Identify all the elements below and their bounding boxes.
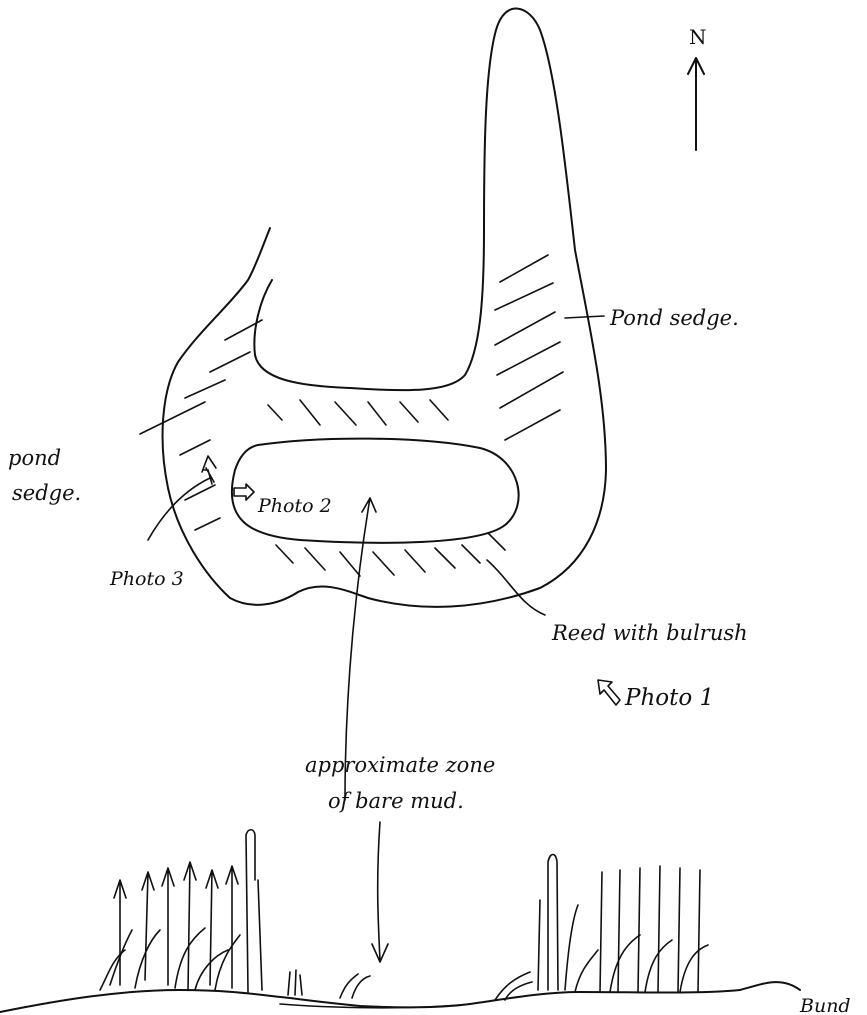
pond-sedge-right-leader	[565, 316, 604, 318]
zone-label-1: approximate zone	[305, 753, 495, 777]
photo3-leader	[148, 478, 210, 540]
reed-leader	[487, 560, 545, 615]
bund-label: Bund	[799, 995, 851, 1015]
photo2-label: Photo 2	[257, 495, 332, 517]
reedbed-left	[100, 830, 370, 998]
photo1-label: Photo 1	[624, 685, 714, 711]
sedge-hatching-right	[495, 255, 563, 440]
photo3-arrow-icon	[202, 456, 216, 484]
pond-outer-outline	[163, 9, 606, 607]
north-arrow: N	[688, 25, 707, 150]
sedge-hatching-left	[140, 320, 262, 530]
zone-arrow-icon	[372, 822, 388, 962]
photo2-arrow-icon	[234, 484, 254, 500]
photo1-arrow-icon	[598, 680, 620, 705]
reedbed-right	[495, 855, 708, 1001]
reed-hatching-bottom	[276, 533, 505, 576]
north-arrow-icon	[688, 58, 704, 150]
pond-sedge-right-label: Pond sedge.	[609, 306, 739, 330]
pond-sedge-left-label-1: pond	[8, 446, 61, 470]
north-label: N	[689, 25, 707, 49]
pond-sedge-left-label-2: sedge.	[12, 481, 81, 505]
reed-label: Reed with bulrush	[551, 621, 748, 645]
open-water-outline	[232, 439, 519, 543]
photo3-label: Photo 3	[109, 568, 184, 590]
reed-hatching-top	[268, 400, 448, 425]
zone-label-2: of bare mud.	[328, 789, 464, 813]
